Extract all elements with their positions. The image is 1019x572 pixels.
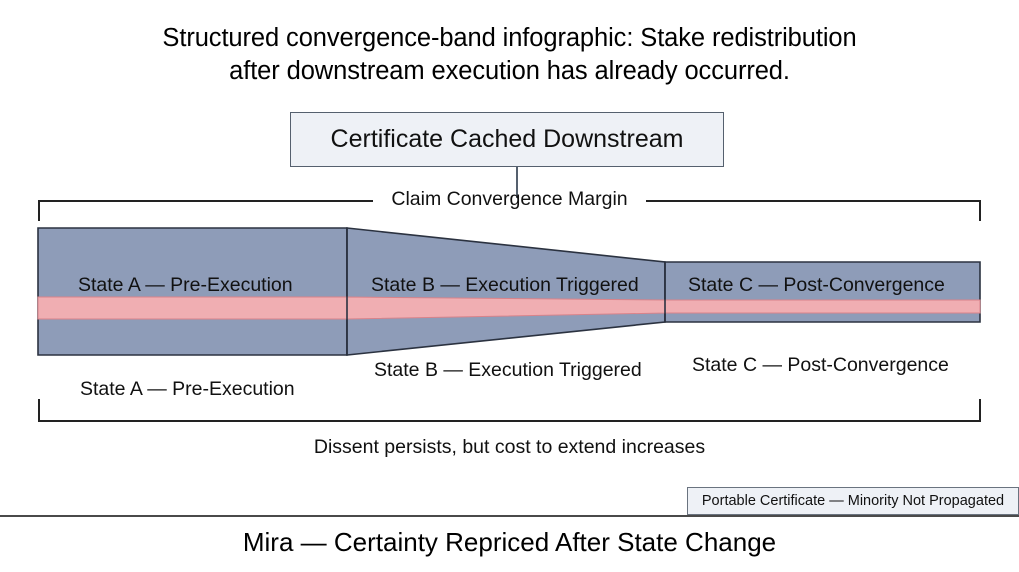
bracket-top-rail-right — [646, 200, 981, 202]
portable-certificate-badge: Portable Certificate — Minority Not Prop… — [687, 487, 1019, 515]
bracket-bottom-rail — [38, 420, 981, 422]
dissent-bracket — [38, 398, 981, 422]
certificate-connector-line — [516, 167, 518, 198]
page-title-line-1: Structured convergence-band infographic:… — [162, 24, 857, 52]
bracket-top-rail-left — [38, 200, 373, 202]
claim-convergence-margin-label: Claim Convergence Margin — [391, 188, 628, 210]
under-label-state-c: State C — Post-Convergence — [692, 354, 949, 376]
page-title-line-2: after downstream execution has already o… — [229, 57, 790, 85]
bracket-bottom-tick-right — [979, 399, 981, 422]
dissent-caption: Dissent persists, but cost to extend inc… — [313, 436, 706, 458]
footer-title: Mira — Certainty Repriced After State Ch… — [242, 527, 777, 557]
bracket-bottom-tick-left — [38, 399, 40, 422]
claim-convergence-margin-bracket: Claim Convergence Margin — [38, 188, 981, 222]
bracket-top-tick-left — [38, 200, 40, 221]
page-title: Structured convergence-band infographic:… — [0, 22, 1019, 88]
portable-certificate-badge-label: Portable Certificate — Minority Not Prop… — [701, 493, 1005, 509]
dissent-stripe-segment-a — [37, 296, 348, 320]
under-label-state-a: State A — Pre-Execution — [80, 378, 295, 400]
under-label-state-b: State B — Execution Triggered — [374, 359, 642, 381]
certificate-cached-box: Certificate Cached Downstream — [290, 112, 724, 167]
band-label-state-a: State A — Pre-Execution — [78, 274, 293, 296]
band-label-state-b: State B — Execution Triggered — [371, 274, 639, 296]
dissent-stripe-segment-c — [664, 299, 981, 314]
bracket-top-tick-right — [979, 200, 981, 221]
footer-divider — [0, 515, 1019, 517]
certificate-cached-label: Certificate Cached Downstream — [330, 125, 684, 153]
dissent-stripe-segment-b — [346, 296, 666, 320]
band-label-state-c: State C — Post-Convergence — [688, 274, 945, 296]
